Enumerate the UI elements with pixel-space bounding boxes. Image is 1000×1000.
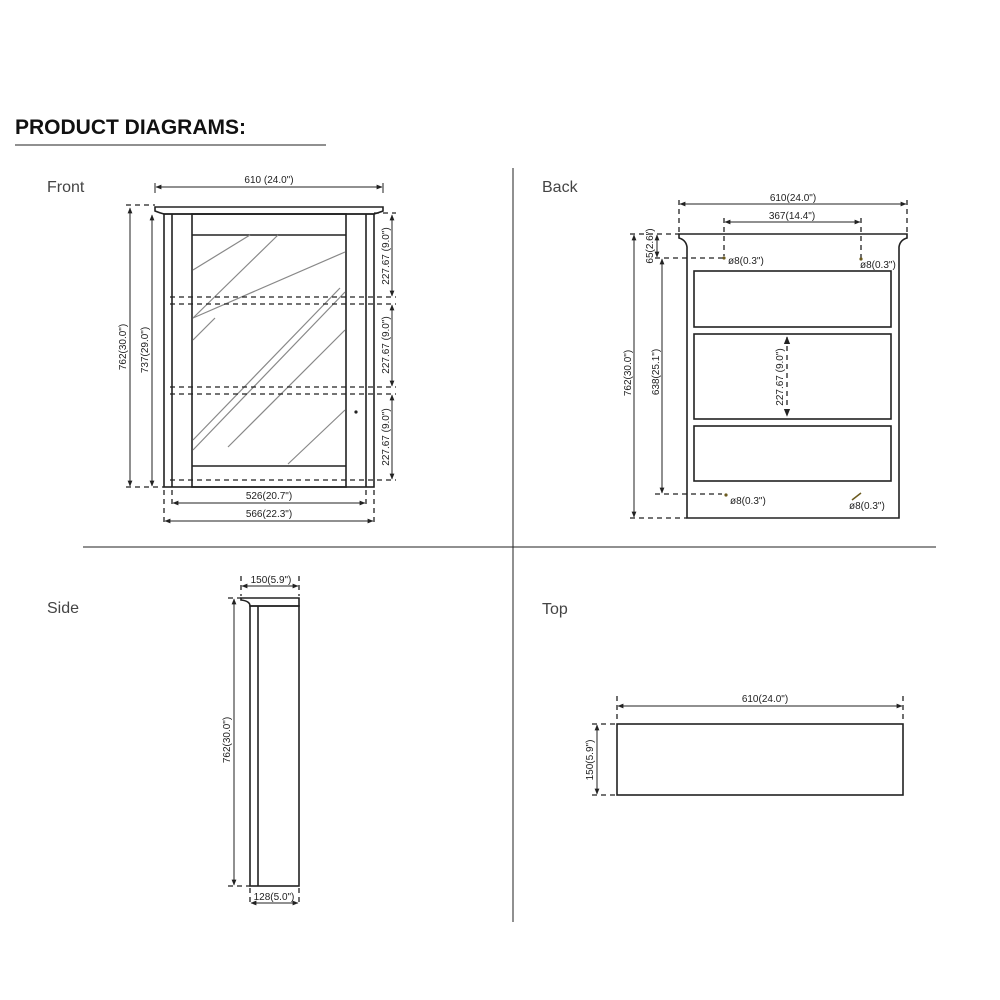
back-dimensions: 610(24.0") 367(14.4") 762(30.0") 638(25.…: [623, 193, 907, 518]
front-shelf-3-label: 227.67 (9.0"): [381, 408, 392, 465]
side-depth-body-label: 128(5.0"): [254, 892, 295, 903]
back-hole-vertical-label: 638(25.1"): [651, 349, 662, 395]
side-depth-top-label: 150(5.9"): [251, 575, 292, 586]
top-view-drawing: [592, 696, 904, 796]
front-shelf-2-label: 227.67 (9.0"): [381, 316, 392, 373]
back-hole-tr-label: ø8(0.3"): [860, 260, 896, 271]
back-panel-height-label: 227.67 (9.0"): [775, 348, 786, 405]
side-height-label: 762(30.0"): [222, 717, 233, 763]
front-inner-width-label: 526(20.7"): [246, 491, 292, 502]
back-hole-br-label: ø8(0.3"): [849, 501, 885, 512]
front-view-label: Front: [47, 179, 85, 196]
side-dimensions: 150(5.9") 762(30.0") 128(5.0"): [222, 575, 299, 906]
side-view-drawing: [228, 576, 300, 906]
front-height-body-label: 737(29.0"): [140, 327, 151, 373]
back-top-offset-label: 65(2.6"): [645, 228, 656, 263]
back-view-label: Back: [542, 179, 579, 196]
front-view-drawing: [126, 183, 396, 525]
top-view-label: Top: [542, 601, 568, 618]
page-title: PRODUCT DIAGRAMS:: [15, 116, 246, 139]
front-shelf-1-label: 227.67 (9.0"): [381, 227, 392, 284]
back-width-top-label: 610(24.0"): [770, 193, 816, 204]
back-hole-bl-label: ø8(0.3"): [730, 496, 766, 507]
top-depth-label: 150(5.9"): [585, 740, 596, 781]
top-width-label: 610(24.0"): [742, 694, 788, 705]
front-height-total-label: 762(30.0"): [118, 324, 129, 370]
back-hole-spacing-label: 367(14.4"): [769, 211, 815, 222]
side-view-label: Side: [47, 600, 79, 617]
front-width-top-label: 610 (24.0"): [244, 175, 293, 186]
back-view-drawing: [630, 200, 908, 519]
top-dimensions: 610(24.0") 150(5.9"): [585, 694, 903, 795]
front-dimensions: 610 (24.0") 762(30.0") 737(29.0") 227.67…: [118, 175, 395, 524]
front-body-width-label: 566(22.3"): [246, 509, 292, 520]
back-height-total-label: 762(30.0"): [623, 350, 634, 396]
back-hole-tl-label: ø8(0.3"): [728, 256, 764, 267]
